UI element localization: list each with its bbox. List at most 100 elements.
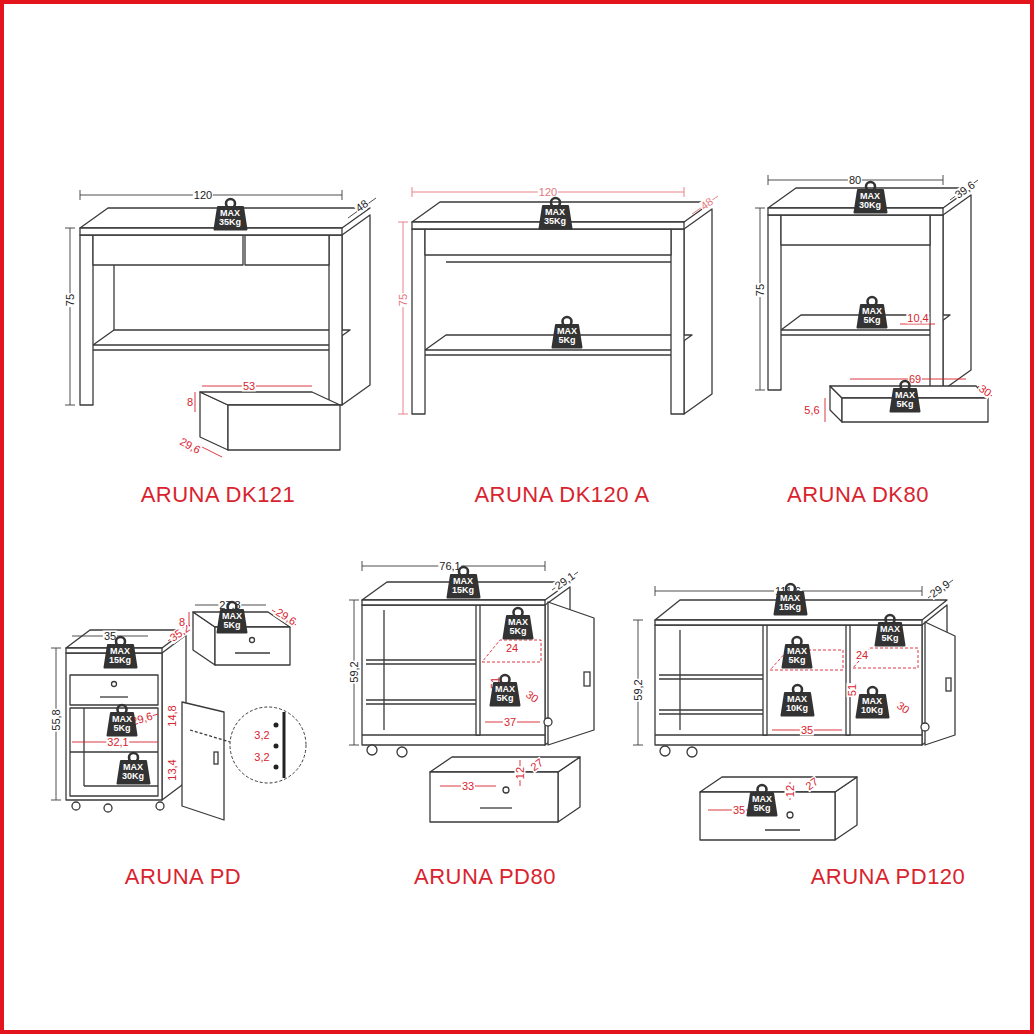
drawing-line: [446, 261, 671, 262]
dimension-label: 29,1: [552, 570, 577, 592]
drawing-line: [93, 330, 350, 345]
drawing-line: [51, 648, 61, 649]
drawing-line: [72, 802, 80, 810]
dimension-label: 35: [800, 725, 814, 736]
dimension-label: 39,6: [952, 179, 977, 201]
weight-limit-icon: MAX 5Kg: [502, 607, 534, 640]
product-name: ARUNA DK121: [141, 483, 296, 507]
dimension-label: 12: [785, 784, 796, 798]
drawing-line: [190, 730, 230, 742]
dimension-label: 55,8: [51, 708, 62, 731]
drawing-line: [214, 752, 218, 764]
drawing-line: [787, 812, 793, 818]
weight-limit-icon: MAX 5Kg: [874, 614, 906, 647]
drawing-line: [51, 800, 61, 801]
weight-text: MAX 15Kg: [779, 583, 801, 612]
drawing-line: [943, 195, 971, 390]
dimension-label: 13,4: [167, 758, 178, 781]
dimension-label: 14,8: [167, 704, 178, 727]
drawing-line: [482, 640, 541, 662]
drawing-line: [425, 354, 671, 355]
product-name: ARUNA DK120 A: [474, 483, 649, 507]
drawing-line: [655, 734, 922, 735]
drawing-line: [195, 392, 196, 412]
weight-limit-icon: MAX 15Kg: [103, 636, 138, 669]
weight-text: MAX 30Kg: [859, 181, 881, 210]
weight-text: MAX 30Kg: [122, 752, 144, 781]
drawing-line: [70, 751, 158, 752]
drawing-line: [430, 757, 580, 772]
drawing-line: [755, 390, 765, 391]
weight-limit-icon: MAX 5Kg: [781, 636, 813, 669]
dimension-label: 59,2: [633, 678, 644, 701]
drawing-line: [93, 349, 329, 350]
dimension-label: 5,6: [803, 405, 820, 416]
drawing-line: [853, 648, 918, 668]
weight-text: MAX 5Kg: [495, 674, 515, 703]
dimension-label: 8: [178, 617, 186, 628]
desk-dk80: [755, 175, 992, 422]
weight-text: MAX 5Kg: [222, 601, 242, 630]
drawing-line: [412, 229, 425, 414]
drawing-line: [768, 175, 769, 185]
dimension-label: 59,2: [349, 660, 360, 683]
drawing-line: [430, 772, 558, 822]
weight-text: MAX 5Kg: [787, 636, 807, 665]
drawing-line: [235, 652, 270, 653]
drawing-line: [70, 228, 71, 405]
dimension-label: 24: [855, 650, 869, 661]
drawing-line: [825, 398, 826, 422]
drawing-line: [274, 744, 279, 749]
drawing-line: [544, 718, 552, 726]
drawing-line: [104, 804, 112, 812]
drawing-line: [684, 187, 685, 197]
dimension-label: 80: [848, 175, 862, 186]
drawing-line: [548, 602, 594, 745]
drawing-line: [921, 723, 929, 731]
drawing-line: [633, 620, 643, 621]
drawing-line: [65, 405, 75, 406]
weight-limit-icon: MAX 35Kg: [213, 198, 248, 231]
drawing-line: [329, 235, 342, 405]
drawing-line: [112, 682, 117, 687]
drawing-line: [80, 228, 342, 235]
drawing-line: [342, 215, 370, 405]
weight-limit-icon: MAX 5Kg: [106, 704, 138, 737]
drawing-line: [755, 208, 765, 209]
dimension-label: 32,1: [106, 737, 129, 748]
drawing-line: [228, 405, 340, 450]
weight-limit-icon: MAX 15Kg: [773, 583, 808, 616]
drawing-line: [503, 787, 509, 793]
drawing-line: [362, 605, 545, 745]
product-name: ARUNA PD80: [414, 865, 556, 889]
drawing-line: [946, 678, 951, 691]
drawing-line: [342, 190, 343, 200]
drawing-line: [366, 699, 476, 700]
drawing-line: [655, 586, 656, 596]
weight-text: MAX 15Kg: [452, 566, 474, 595]
drawing-line: [660, 746, 670, 756]
drawing-line: [476, 605, 480, 735]
drawing-line: [765, 829, 800, 830]
drawing-line: [366, 659, 476, 660]
drawing-line: [84, 785, 158, 786]
weight-text: MAX 35Kg: [219, 198, 241, 227]
weight-limit-icon: MAX 5Kg: [856, 296, 888, 329]
weight-text: MAX 5Kg: [752, 784, 772, 813]
drawing-line: [687, 747, 697, 757]
drawing-line: [83, 708, 84, 786]
drawing-line: [383, 610, 384, 730]
weight-text: MAX 35Kg: [544, 197, 566, 226]
drawing-line: [202, 386, 312, 387]
drawing-line: [362, 600, 545, 605]
product-name: ARUNA PD: [125, 865, 241, 889]
drawing-line: [66, 653, 162, 800]
drawing-line: [922, 586, 923, 596]
drawing-line: [403, 222, 404, 414]
drawing-line: [250, 638, 255, 643]
drawing-line: [679, 630, 680, 730]
pedestal-pd: [51, 605, 306, 820]
drawing-line: [366, 703, 476, 704]
drawing-line: [80, 235, 93, 405]
weight-limit-icon: MAX 10Kg: [780, 684, 815, 717]
